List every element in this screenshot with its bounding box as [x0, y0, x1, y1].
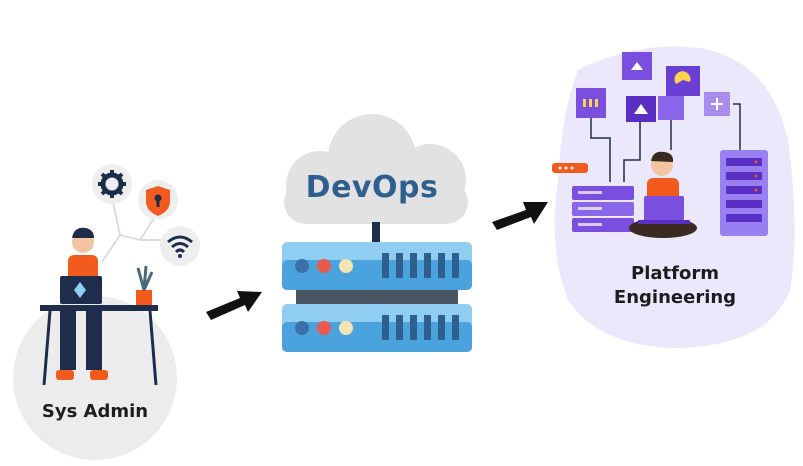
- desk-leg: [42, 310, 52, 386]
- red-device: [552, 163, 588, 173]
- connector-line: [101, 197, 122, 263]
- wifi-icon: [160, 226, 200, 266]
- cloud-cable: [372, 222, 380, 242]
- plant-icon: [136, 265, 154, 305]
- laptop-icon: [638, 196, 690, 224]
- server-connector: [296, 290, 458, 304]
- server-stack-left: [572, 186, 634, 232]
- server-tower: [720, 150, 768, 236]
- server-icon: [282, 304, 472, 352]
- platform-engineering-label: Platform Engineering: [613, 263, 737, 308]
- desk-leg: [148, 310, 158, 386]
- sysadmin-scene: [13, 164, 200, 460]
- platform-scene: [552, 46, 795, 348]
- floating-tiles: [576, 52, 730, 122]
- devops-scene: [282, 114, 472, 352]
- arrow-icon: [492, 202, 548, 230]
- cloud-icon: [284, 114, 468, 224]
- laptop-icon: [60, 276, 102, 304]
- arrow-icon: [206, 291, 262, 320]
- devops-title: DevOps: [305, 170, 439, 205]
- server-icon: [282, 242, 472, 290]
- shield-lock-icon: [138, 180, 178, 220]
- sysadmin-label: Sys Admin: [41, 401, 149, 422]
- desk: [40, 305, 158, 311]
- gear-icon: [92, 164, 132, 204]
- wires: [590, 103, 741, 182]
